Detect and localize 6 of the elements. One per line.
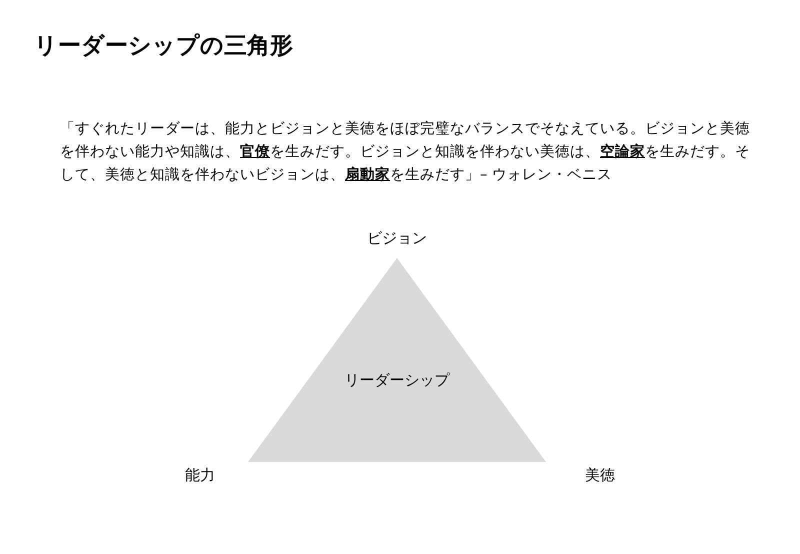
title: リーダーシップの三角形 xyxy=(34,32,293,61)
quote-paragraph: 「すぐれたリーダーは、能力とビジョンと美徳をほぼ完璧なバランスでそなえている。ビジョンと美徳を伴わない能力や知識は、官僚を生みだす。ビジョンと知識を伴わない美徳は、空論家を生みだす。そして、美徳と知識を伴わないビジョンは、扇動家を生みだす」– ウォレン・ベニス xyxy=(60,120,750,185)
vertex-label: 美徳 xyxy=(585,466,615,485)
vertex-label: 能力 xyxy=(185,466,215,485)
vertex-label: ビジョン xyxy=(367,229,427,248)
triangle-label: リーダーシップ xyxy=(344,371,451,390)
